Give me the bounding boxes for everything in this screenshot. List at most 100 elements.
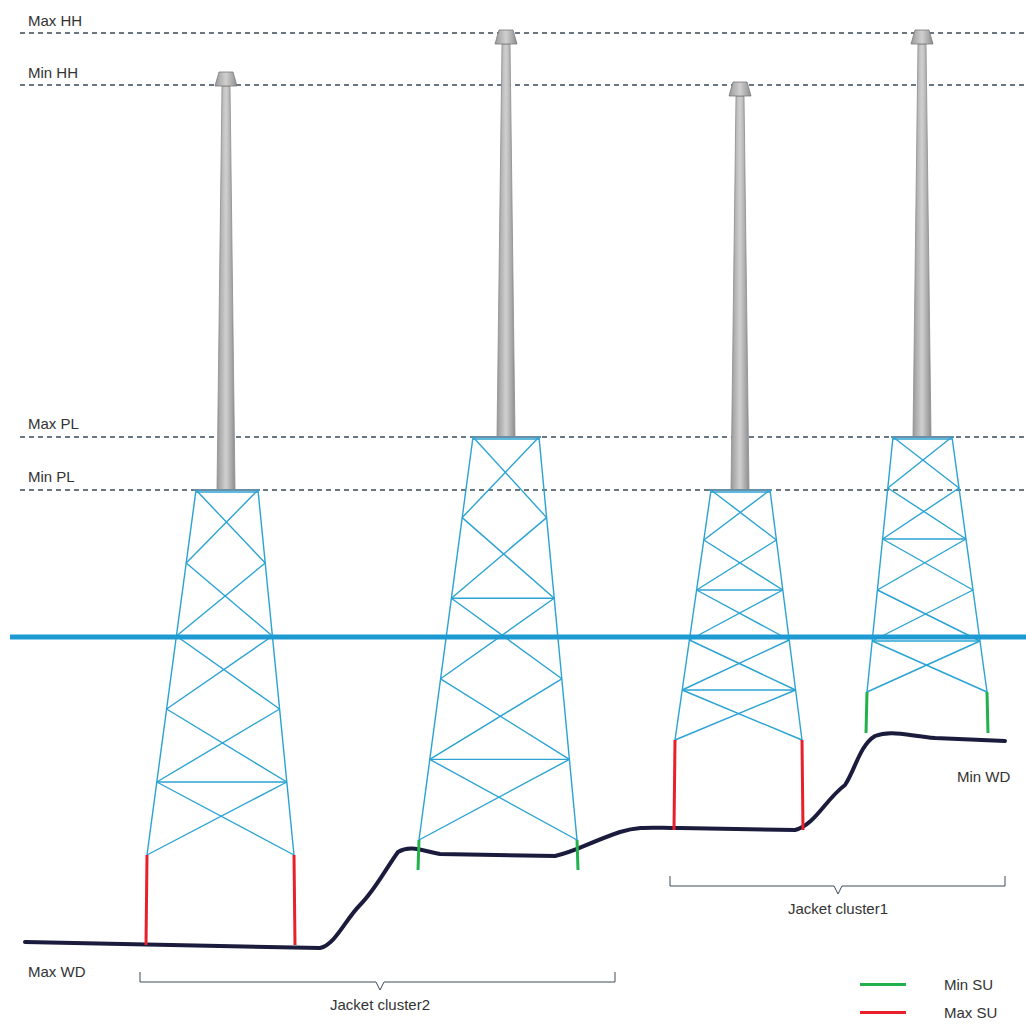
wind-turbine [866,30,988,733]
jacket-member [147,782,287,855]
jacket-member [883,539,973,590]
jacket-member [176,563,265,636]
turbine-tower [731,96,749,490]
reference-line [20,84,1026,85]
legend-text: Min SU [944,976,993,993]
jacket-member [872,590,973,641]
annotation-label: Jacket cluster1 [788,900,888,918]
transition-piece [471,436,541,438]
jacket-member [888,488,966,539]
jacket-member [430,759,577,840]
jacket-member [697,590,790,640]
jacket-member [430,759,570,760]
jacket-member [258,490,294,855]
legend-swatch [860,1011,906,1014]
jacket-member [872,641,987,692]
annotation-label: Max PL [28,415,79,433]
jacket-member [167,709,287,782]
jacket-member [689,640,795,690]
annotation-label: Min WD [957,768,1010,786]
transition-piece [709,489,772,491]
reference-line [20,436,1026,437]
jacket-member [682,689,795,690]
jacket-member [682,640,789,690]
jacket-member [419,759,569,840]
jacket-member [473,438,539,439]
seabed-profile [25,733,1005,948]
jacket-member [877,539,966,590]
jacket-member [441,679,570,760]
jacket-member [462,437,539,518]
cluster-bracket [140,972,615,990]
jacket-member [167,636,273,709]
jacket-member [157,709,280,782]
jacket-member [877,590,980,641]
stick-up-leg [674,740,675,830]
transition-piece [194,489,260,491]
annotation-label: Max WD [28,963,86,981]
jacket-member [867,641,980,692]
wind-turbine [674,82,803,830]
stick-up-leg [146,855,147,945]
jacket-member [196,490,265,563]
jacket-member [689,590,782,640]
jacket-structure [147,490,294,855]
jacket-member [893,437,959,488]
turbine-tower [217,86,235,490]
jacket-member [711,490,776,540]
turbine-nacelle [729,82,751,96]
jacket-member [157,782,294,855]
jacket-member [186,490,258,563]
jacket-member [186,563,272,636]
reference-line [20,32,1026,33]
turbine-nacelle [215,72,237,86]
jacket-member [952,437,987,692]
jacket-member [196,491,258,492]
annotation-label: Min HH [28,64,78,82]
jacket-member [451,518,546,599]
jacket-member [147,490,196,855]
jacket-member [697,540,777,590]
turbine-tower [497,44,515,437]
jacket-member [888,437,952,488]
turbine-tower [913,44,931,437]
stick-up-leg [418,840,419,870]
transition-piece [891,436,954,438]
jacket-member [462,518,554,599]
turbine-nacelle [911,30,933,44]
jacket-member [704,540,783,590]
stick-up-leg [802,740,803,830]
jacket-member [157,781,287,782]
jacket-member [473,437,547,518]
jacket-member [697,589,783,590]
stick-up-leg [987,692,988,733]
jacket-member [711,491,770,492]
jacket-member [770,490,802,740]
jacket-structure [675,490,802,740]
stick-up-leg [866,692,867,733]
stick-up-leg [294,855,295,945]
jacket-member [675,490,711,740]
annotation-label: Max HH [28,12,82,30]
wind-turbine [418,30,578,870]
wind-turbine [146,72,295,945]
jacket-member [872,640,980,641]
reference-line [20,489,1026,490]
jacket-member [176,636,279,709]
jacket-member [675,690,796,740]
legend-text: Max SU [944,1004,997,1021]
turbine-nacelle [495,30,517,44]
jacket-member [704,490,770,540]
jacket-member [867,437,893,692]
stick-up-leg [577,840,578,870]
annotation-label: Jacket cluster2 [330,996,430,1014]
jacket-member [883,538,966,539]
jacket-member [430,679,562,760]
jacket-member [682,690,802,740]
legend-row: Max SU [860,1004,997,1021]
jacket-structure [867,437,987,692]
legend-swatch [860,983,906,986]
jacket-member [893,438,952,439]
water-line [10,635,1026,640]
